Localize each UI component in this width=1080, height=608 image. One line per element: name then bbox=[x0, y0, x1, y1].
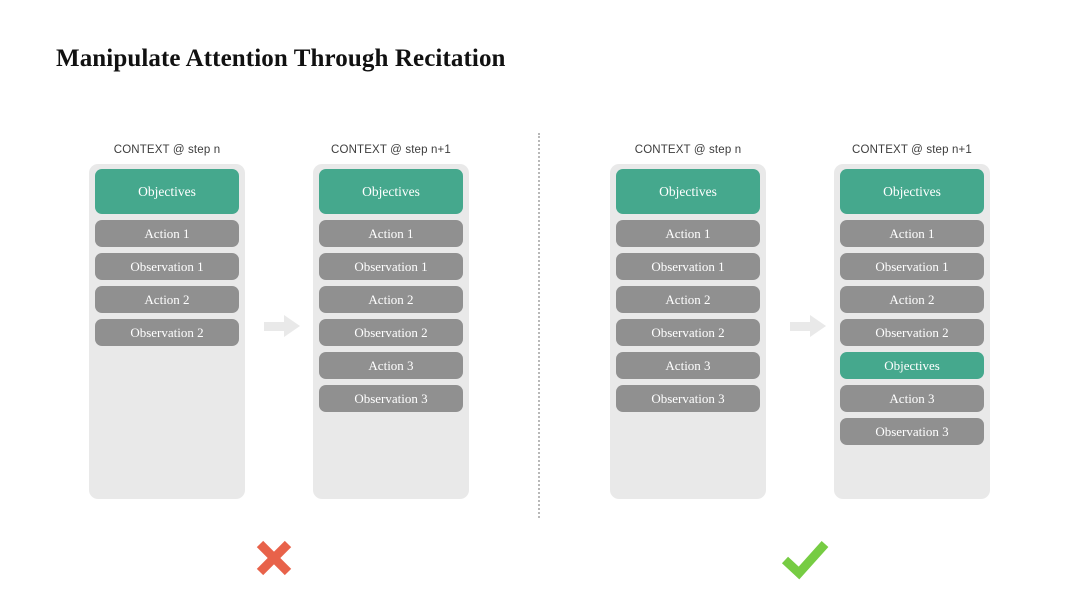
context-item-pill: Observation 1 bbox=[319, 253, 463, 280]
check-icon bbox=[775, 528, 835, 588]
column-header: CONTEXT @ step n bbox=[113, 144, 221, 156]
context-item-pill: Action 3 bbox=[616, 352, 760, 379]
context-item-pill: Action 1 bbox=[95, 220, 239, 247]
arrow-right-icon bbox=[264, 315, 300, 337]
context-item-pill: Observation 2 bbox=[616, 319, 760, 346]
column-header: CONTEXT @ step n bbox=[634, 144, 742, 156]
context-item-pill: Observation 1 bbox=[840, 253, 984, 280]
context-item-pill: Action 1 bbox=[840, 220, 984, 247]
context-item-pill: Action 3 bbox=[319, 352, 463, 379]
context-item-pill: Observation 2 bbox=[319, 319, 463, 346]
context-item-pill: Objectives bbox=[95, 169, 239, 214]
context-item-pill: Observation 2 bbox=[840, 319, 984, 346]
column-header: CONTEXT @ step n+1 bbox=[331, 144, 451, 156]
context-item-pill: Observation 2 bbox=[95, 319, 239, 346]
context-item-pill: Objectives bbox=[840, 352, 984, 379]
context-item-pill: Action 1 bbox=[616, 220, 760, 247]
context-item-pill: Observation 3 bbox=[616, 385, 760, 412]
context-item-pill: Action 2 bbox=[95, 286, 239, 313]
arrow-right-icon bbox=[790, 315, 826, 337]
context-item-pill: Action 3 bbox=[840, 385, 984, 412]
context-item-pill: Action 2 bbox=[840, 286, 984, 313]
context-item-pill: Objectives bbox=[616, 169, 760, 214]
context-item-pill: Observation 1 bbox=[616, 253, 760, 280]
context-item-pill: Observation 3 bbox=[319, 385, 463, 412]
page-title: Manipulate Attention Through Recitation bbox=[56, 45, 506, 72]
context-item-pill: Objectives bbox=[319, 169, 463, 214]
context-item-pill: Observation 3 bbox=[840, 418, 984, 445]
column-header: CONTEXT @ step n+1 bbox=[852, 144, 972, 156]
context-item-pill: Action 2 bbox=[616, 286, 760, 313]
cross-icon bbox=[244, 528, 304, 588]
panel-divider bbox=[538, 133, 540, 518]
context-item-pill: Objectives bbox=[840, 169, 984, 214]
context-item-pill: Action 1 bbox=[319, 220, 463, 247]
context-item-pill: Observation 1 bbox=[95, 253, 239, 280]
context-item-pill: Action 2 bbox=[319, 286, 463, 313]
